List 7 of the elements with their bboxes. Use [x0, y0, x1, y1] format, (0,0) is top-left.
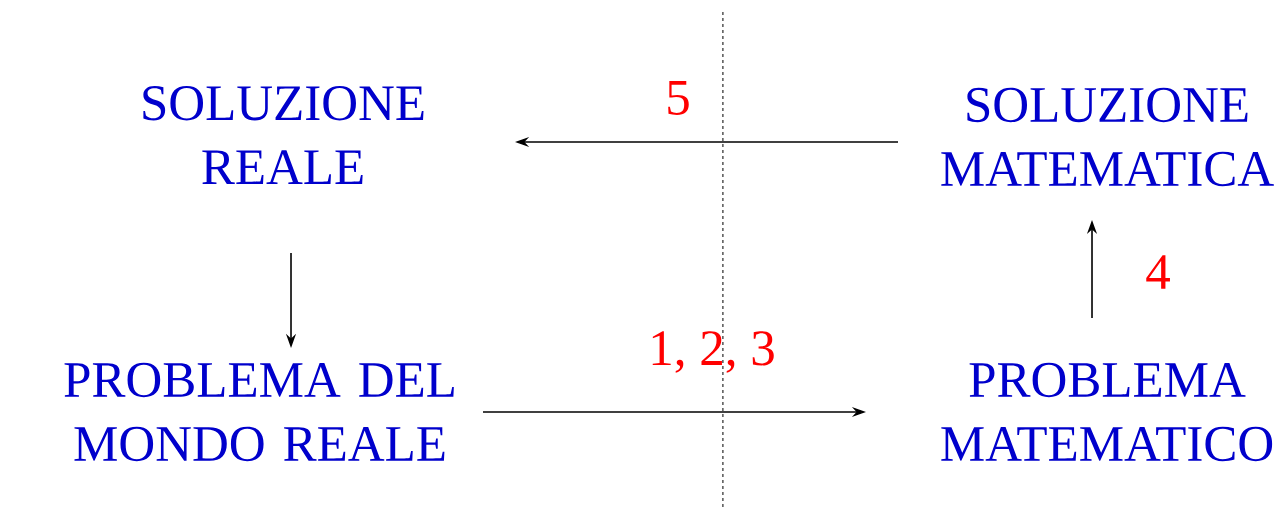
node-label: PROBLEMA MATEMATICO — [941, 362, 1273, 462]
edge-label: 1, 2, 3 — [652, 331, 774, 373]
edge-label: 4 — [1146, 255, 1170, 289]
node-label: PROBLEMA DEL MONDO REALE — [64, 362, 454, 462]
node-label: SOLUZIONE REALE — [143, 86, 424, 184]
edge-label: 5 — [668, 81, 689, 115]
node-label: SOLUZIONE MATEMATICA — [941, 87, 1274, 187]
